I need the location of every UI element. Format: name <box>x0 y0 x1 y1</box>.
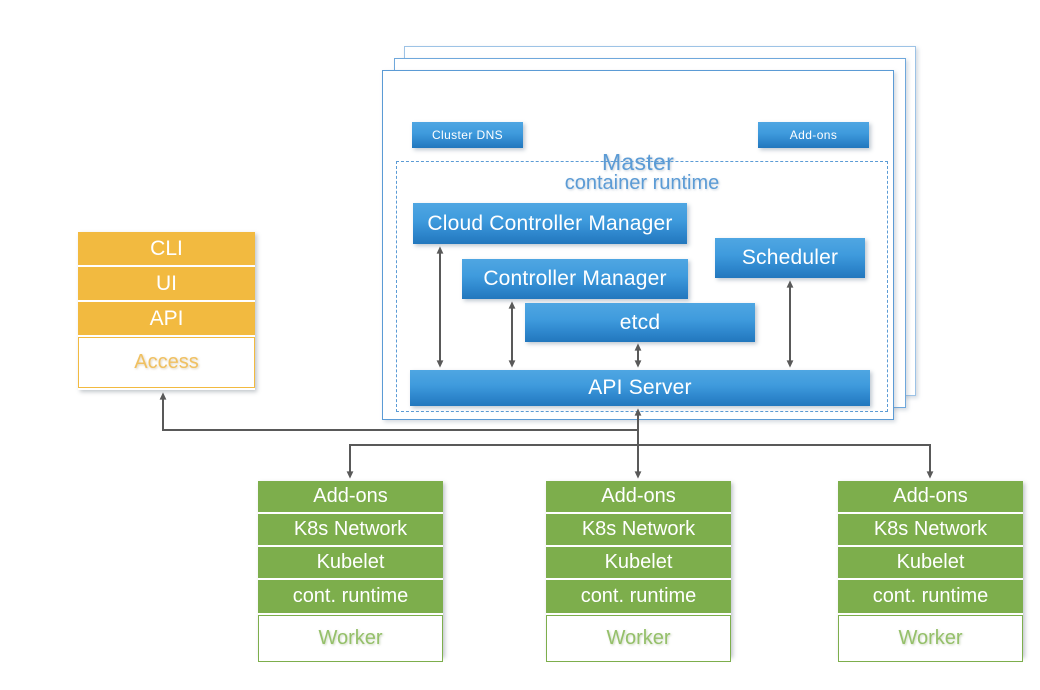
controller-manager-box[interactable]: Controller Manager <box>462 259 688 299</box>
worker-1-row-k8s-network-label: K8s Network <box>293 518 408 540</box>
cloud-controller-manager-box[interactable]: Cloud Controller Manager <box>413 203 687 244</box>
worker-2-footer-label: Worker <box>606 627 671 649</box>
access-row-ui-label: UI <box>156 271 177 295</box>
worker-2-footer[interactable]: Worker <box>546 615 731 662</box>
worker-1-row-cont-runtime[interactable]: cont. runtime <box>258 580 443 615</box>
worker-1-footer-label: Worker <box>318 627 383 649</box>
worker-3-row-kubelet-label: Kubelet <box>896 551 965 573</box>
controller-manager-label: Controller Manager <box>483 267 667 290</box>
worker-3-row-cont-runtime[interactable]: cont. runtime <box>838 580 1023 615</box>
cluster-dns-label: Cluster DNS <box>431 128 504 142</box>
access-row-api-label: API <box>149 306 184 330</box>
worker-2-row-cont-runtime-label: cont. runtime <box>580 585 697 607</box>
etcd-box[interactable]: etcd <box>525 303 755 342</box>
cluster-dns-box[interactable]: Cluster DNS <box>412 122 523 148</box>
worker-1-row-kubelet[interactable]: Kubelet <box>258 547 443 580</box>
cloud-controller-manager-label: Cloud Controller Manager <box>427 211 673 235</box>
access-row-ui[interactable]: UI <box>78 267 255 302</box>
worker-3-row-kubelet[interactable]: Kubelet <box>838 547 1023 580</box>
worker-3-footer[interactable]: Worker <box>838 615 1023 662</box>
scheduler-box[interactable]: Scheduler <box>715 238 865 278</box>
worker-2-row-addons[interactable]: Add-ons <box>546 481 731 514</box>
master-addons-label: Add-ons <box>789 128 838 142</box>
master-addons-box[interactable]: Add-ons <box>758 122 869 148</box>
worker-node-1: Add-ons K8s Network Kubelet cont. runtim… <box>258 481 443 662</box>
worker-1-row-k8s-network[interactable]: K8s Network <box>258 514 443 547</box>
access-row-cli-label: CLI <box>150 236 183 260</box>
worker-3-row-k8s-network-label: K8s Network <box>873 518 988 540</box>
master-title: Master <box>601 149 675 175</box>
scheduler-label: Scheduler <box>741 246 839 269</box>
container-runtime-region: container runtime <box>396 161 888 412</box>
access-footer[interactable]: Access <box>78 337 255 388</box>
worker-1-row-addons-label: Add-ons <box>313 485 388 507</box>
worker-2-row-kubelet[interactable]: Kubelet <box>546 547 731 580</box>
worker-1-row-addons[interactable]: Add-ons <box>258 481 443 514</box>
worker-2-row-k8s-network-label: K8s Network <box>581 518 696 540</box>
access-row-cli[interactable]: CLI <box>78 232 255 267</box>
etcd-label: etcd <box>619 310 661 334</box>
worker-node-3: Add-ons K8s Network Kubelet cont. runtim… <box>838 481 1023 662</box>
worker-3-row-k8s-network[interactable]: K8s Network <box>838 514 1023 547</box>
worker-node-2: Add-ons K8s Network Kubelet cont. runtim… <box>546 481 731 662</box>
worker-1-row-kubelet-label: Kubelet <box>316 551 385 573</box>
worker-1-footer[interactable]: Worker <box>258 615 443 662</box>
worker-3-row-addons-label: Add-ons <box>893 485 968 507</box>
access-footer-label: Access <box>134 351 199 373</box>
api-server-label: API Server <box>588 376 692 399</box>
worker-3-row-addons[interactable]: Add-ons <box>838 481 1023 514</box>
worker-2-row-addons-label: Add-ons <box>601 485 676 507</box>
worker-2-row-k8s-network[interactable]: K8s Network <box>546 514 731 547</box>
wire-api-server-worker-1 <box>346 444 638 479</box>
worker-3-row-cont-runtime-label: cont. runtime <box>872 585 989 607</box>
worker-1-row-cont-runtime-label: cont. runtime <box>292 585 409 607</box>
worker-2-row-kubelet-label: Kubelet <box>604 551 673 573</box>
worker-3-footer-label: Worker <box>898 627 963 649</box>
api-server-box[interactable]: API Server <box>410 370 870 406</box>
access-row-api[interactable]: API <box>78 302 255 337</box>
wire-api-server-worker-3 <box>638 444 934 479</box>
worker-2-row-cont-runtime[interactable]: cont. runtime <box>546 580 731 615</box>
container-runtime-title: container runtime <box>564 172 720 194</box>
access-stack: CLI UI API Access <box>78 232 255 390</box>
